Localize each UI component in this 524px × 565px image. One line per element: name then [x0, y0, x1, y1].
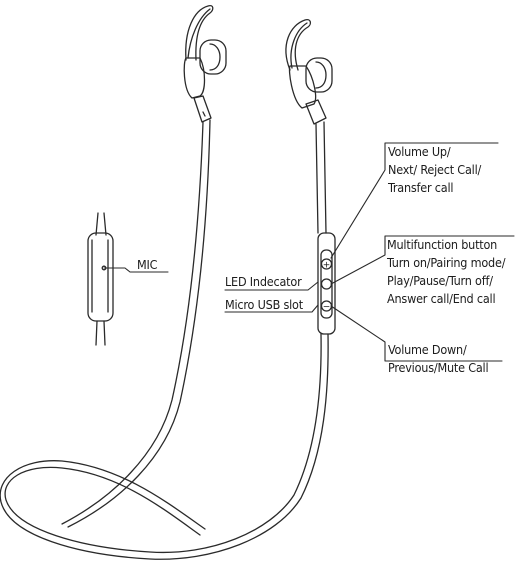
label-line: Next/ Reject Call/	[388, 161, 481, 179]
minus-symbol: −	[323, 303, 331, 313]
volume-up-label: Volume Up/ Next/ Reject Call/ Transfer c…	[388, 143, 481, 197]
led-indicator-label: LED Indecator	[225, 273, 301, 291]
left-earbud-stem	[194, 96, 211, 122]
volume-down-label: Volume Down/ Previous/Mute Call	[388, 341, 488, 377]
right-earbud	[286, 20, 332, 124]
label-line: Volume Down/	[388, 341, 488, 359]
mic-label: MIC	[137, 256, 157, 274]
mic-illustration	[88, 213, 113, 345]
left-ear-hook	[186, 6, 213, 60]
right-earbud-stem	[306, 100, 326, 124]
left-earbud	[184, 6, 226, 122]
right-ear-hook	[286, 20, 310, 70]
multifunction-label: Multifunction button Turn on/Pairing mod…	[387, 236, 505, 308]
label-line: Answer call/End call	[387, 290, 505, 308]
plus-symbol: +	[323, 261, 331, 271]
left-cable	[62, 120, 210, 527]
label-line: Turn on/Pairing mode/	[387, 254, 505, 272]
label-line: Play/Pause/Turn off/	[387, 272, 505, 290]
left-earbud-body	[184, 58, 204, 98]
micro-usb-label: Micro USB slot	[225, 296, 303, 314]
multifunction-button	[322, 279, 332, 289]
label-line: Transfer call	[388, 179, 481, 197]
label-line: Multifunction button	[387, 236, 505, 254]
right-cable	[0, 122, 328, 559]
label-line: Volume Up/	[388, 143, 481, 161]
label-line: Previous/Mute Call	[388, 359, 488, 377]
